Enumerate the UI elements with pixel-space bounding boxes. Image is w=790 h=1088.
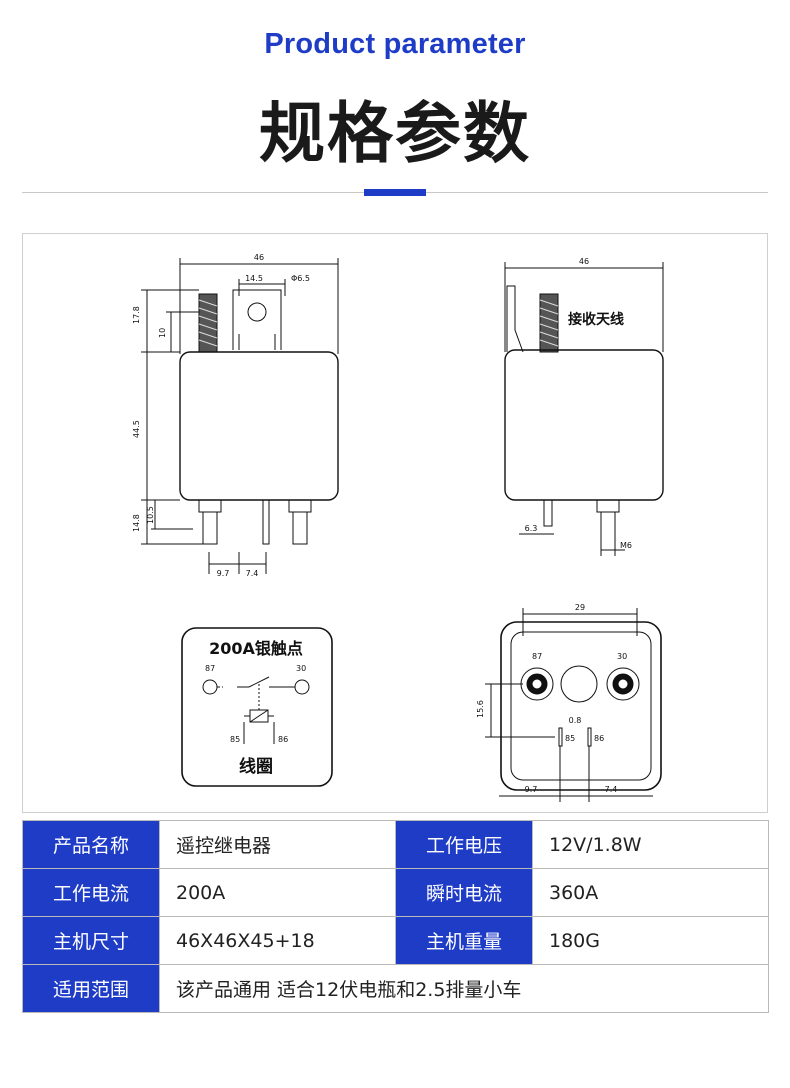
table-row: 工作电流 200A 瞬时电流 360A (22, 868, 769, 917)
bottom-pin-87: 87 (532, 652, 542, 661)
spec-key: 工作电流 (22, 868, 160, 917)
spec-key: 工作电压 (395, 820, 533, 869)
antenna-label: 接收天线 (568, 311, 624, 328)
bottom-dim-b-label: 7.4 (605, 785, 618, 794)
front-pin-height-label: 14.8 (132, 514, 141, 532)
spec-key: 主机重量 (395, 916, 533, 965)
spec-value: 200A (159, 868, 396, 917)
table-row: 主机尺寸 46X46X45+18 主机重量 180G (22, 916, 769, 965)
bottom-dim-small-label: 0.8 (569, 716, 582, 725)
bottom-width-label: 29 (575, 603, 585, 612)
spec-value: 180G (532, 916, 769, 965)
schematic-pin-86: 86 (278, 735, 288, 744)
spec-table: 产品名称 遥控继电器 工作电压 12V/1.8W 工作电流 200A 瞬时电流 … (22, 820, 769, 1013)
title-en: Product parameter (264, 28, 526, 60)
spec-value: 360A (532, 868, 769, 917)
front-width-label: 46 (254, 253, 264, 262)
title-zh: 规格参数 (259, 95, 531, 172)
coil-label: 线圈 (239, 756, 273, 777)
front-gap-left-label: 9.7 (217, 569, 230, 578)
schematic-pin-87: 87 (205, 664, 215, 673)
bottom-view (485, 608, 662, 802)
front-height-body-label: 44.5 (132, 420, 141, 438)
schematic-pin-85: 85 (230, 735, 240, 744)
spec-key: 产品名称 (22, 820, 160, 869)
bottom-pin-30: 30 (617, 652, 627, 661)
front-height-total-label: 17.8 (132, 306, 141, 324)
schematic-view (181, 627, 333, 787)
side-thread-label: M6 (620, 541, 632, 550)
bottom-pin-86: 86 (594, 734, 604, 743)
front-pitch-label: 14.5 (245, 274, 263, 283)
spec-key: 适用范围 (22, 964, 160, 1013)
front-gap-right-label: 7.4 (246, 569, 259, 578)
table-row: 适用范围 该产品通用 适合12伏电瓶和2.5排量小车 (22, 964, 769, 1013)
side-width-label: 46 (579, 257, 589, 266)
contact-label: 200A银触点 (209, 639, 303, 658)
spec-key: 瞬时电流 (395, 868, 533, 917)
bottom-dim-left-label: 15.6 (476, 700, 485, 718)
spec-value: 12V/1.8W (532, 820, 769, 869)
front-view (141, 258, 339, 574)
front-height-stud-label: 10 (158, 328, 167, 338)
spec-value: 46X46X45+18 (159, 916, 396, 965)
side-pin-width-label: 6.3 (525, 524, 538, 533)
front-hole-label: Φ6.5 (291, 274, 310, 283)
spec-value: 该产品通用 适合12伏电瓶和2.5排量小车 (159, 964, 769, 1013)
bottom-pin-85: 85 (565, 734, 575, 743)
spec-key: 主机尺寸 (22, 916, 160, 965)
bottom-dim-a-label: 9.7 (525, 785, 538, 794)
dimension-drawing: 46 14.5 Φ6.5 17.8 10 44.5 14.8 10.5 9.7 … (22, 233, 768, 813)
side-view (504, 262, 664, 556)
schematic-pin-30: 30 (296, 664, 306, 673)
divider-accent (364, 189, 426, 196)
table-row: 产品名称 遥控继电器 工作电压 12V/1.8W (22, 820, 769, 869)
spec-value: 遥控继电器 (159, 820, 396, 869)
front-pin-sub-label: 10.5 (146, 506, 155, 524)
